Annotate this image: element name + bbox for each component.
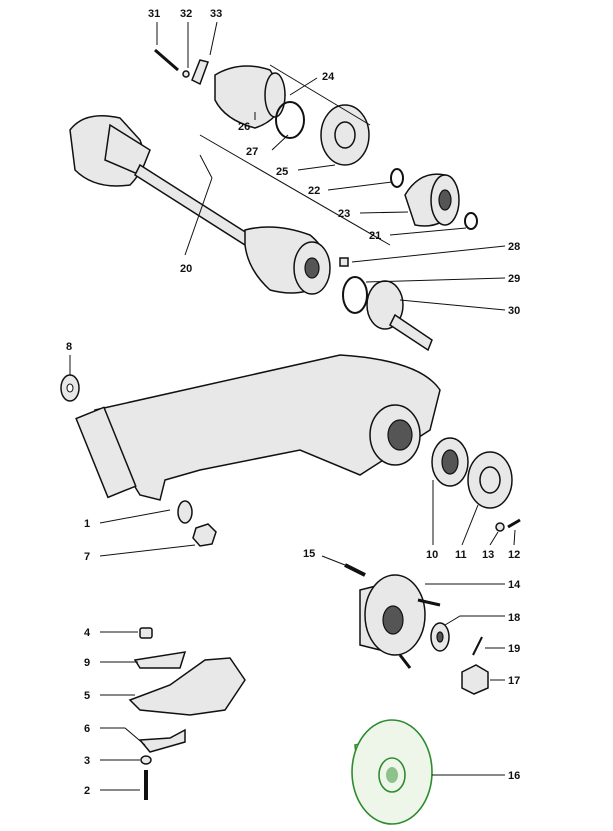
label-32: 32 — [180, 8, 192, 20]
cover-center — [334, 121, 356, 149]
bolt-12 — [507, 518, 521, 529]
seal-11 — [467, 451, 513, 509]
cap-4 — [139, 627, 153, 639]
label-17: 17 — [508, 675, 520, 687]
wheel-hub — [344, 563, 441, 669]
label-21: 21 — [369, 230, 381, 242]
washer-32 — [182, 70, 190, 78]
drive-shaft — [69, 115, 331, 295]
label-20: 20 — [180, 263, 192, 275]
bracket-5 — [128, 657, 246, 716]
label-1: 1 — [84, 518, 90, 530]
plate-33 — [191, 59, 209, 86]
stub-axle-shaft — [389, 313, 433, 352]
label-19: 19 — [508, 643, 520, 655]
clamp — [275, 101, 305, 139]
circlip-21 — [464, 212, 478, 230]
label-18: 18 — [508, 612, 520, 624]
part-28 — [339, 257, 349, 267]
label-30: 30 — [508, 305, 520, 317]
replacement-hub-highlighted — [351, 719, 433, 825]
nut-7 — [192, 523, 217, 547]
label-23: 23 — [338, 208, 350, 220]
label-11: 11 — [455, 549, 467, 561]
label-27: 27 — [246, 146, 258, 158]
label-16: 16 — [508, 770, 520, 782]
label-29: 29 — [508, 273, 520, 285]
label-22: 22 — [308, 185, 320, 197]
washer-8 — [60, 374, 80, 402]
label-15: 15 — [303, 548, 315, 560]
label-26: 26 — [238, 121, 250, 133]
label-12: 12 — [508, 549, 520, 561]
leader-lines — [69, 21, 516, 791]
label-33: 33 — [210, 8, 222, 20]
label-2: 2 — [84, 785, 90, 797]
boot-rim — [264, 72, 286, 118]
nut-17 — [461, 664, 489, 695]
label-25: 25 — [276, 166, 288, 178]
label-31: 31 — [148, 8, 160, 20]
label-8: 8 — [66, 341, 72, 353]
washer-13 — [495, 522, 505, 532]
bolt-31 — [154, 48, 179, 72]
label-9: 9 — [84, 657, 90, 669]
label-5: 5 — [84, 690, 90, 702]
plate-9 — [133, 651, 187, 669]
plate-6 — [138, 728, 186, 753]
cv-joint-splines — [438, 189, 452, 211]
washer-3 — [140, 755, 152, 765]
pin-19 — [472, 636, 483, 656]
label-10: 10 — [426, 549, 438, 561]
label-24: 24 — [322, 71, 335, 83]
label-4: 4 — [84, 627, 91, 639]
label-3: 3 — [84, 755, 90, 767]
washer-18 — [430, 622, 450, 652]
label-14: 14 — [508, 579, 521, 591]
label-13: 13 — [482, 549, 494, 561]
label-6: 6 — [84, 723, 90, 735]
circlip-22 — [390, 168, 404, 188]
gasket-29 — [342, 276, 368, 314]
label-7: 7 — [84, 551, 90, 563]
bearing-10 — [431, 437, 469, 487]
trailing-arm — [75, 354, 441, 524]
part-number-labels: 31 32 33 24 26 27 25 22 23 21 20 28 29 3… — [66, 8, 521, 797]
label-28: 28 — [508, 241, 520, 253]
